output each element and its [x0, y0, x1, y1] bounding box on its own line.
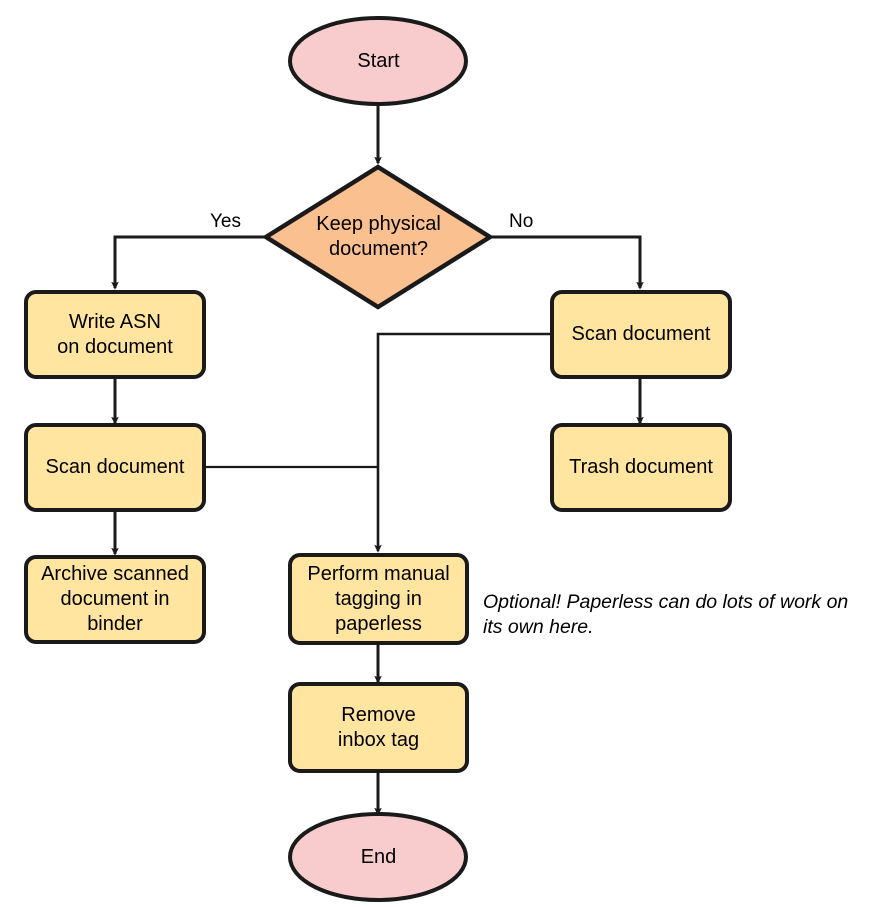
- node-remove-inbox-tag[interactable]: [288, 682, 469, 773]
- node-scan-document-left[interactable]: [24, 423, 206, 512]
- annotation-optional-note: Optional! Paperless can do lots of work …: [483, 591, 849, 638]
- node-start[interactable]: [288, 16, 468, 106]
- edge-scan-right-to-tagging: [374, 332, 552, 553]
- node-end[interactable]: [288, 812, 468, 902]
- edge-label-yes: Yes: [210, 211, 241, 232]
- node-write-asn[interactable]: [24, 290, 206, 379]
- node-trash-document[interactable]: [550, 423, 732, 512]
- node-scan-document-right[interactable]: [550, 290, 732, 379]
- edge-decision-yes-to-write-asn: [111, 235, 266, 290]
- node-keep-physical-document[interactable]: [261, 164, 495, 310]
- node-perform-manual-tagging[interactable]: [288, 553, 469, 645]
- edge-label-no: No: [509, 211, 534, 232]
- edge-decision-no-to-scan-right: [490, 235, 644, 290]
- node-archive-document[interactable]: [24, 555, 206, 644]
